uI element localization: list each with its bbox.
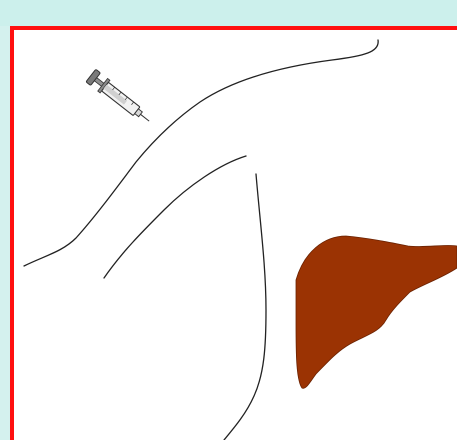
syringe-icon xyxy=(86,69,154,127)
arm-outline xyxy=(104,156,246,278)
torso-outline xyxy=(224,174,266,440)
top-band xyxy=(0,0,457,26)
liver-icon xyxy=(296,236,457,388)
shoulder-outline xyxy=(24,40,378,266)
figure-frame xyxy=(10,26,457,440)
injection-diagram xyxy=(14,30,457,440)
